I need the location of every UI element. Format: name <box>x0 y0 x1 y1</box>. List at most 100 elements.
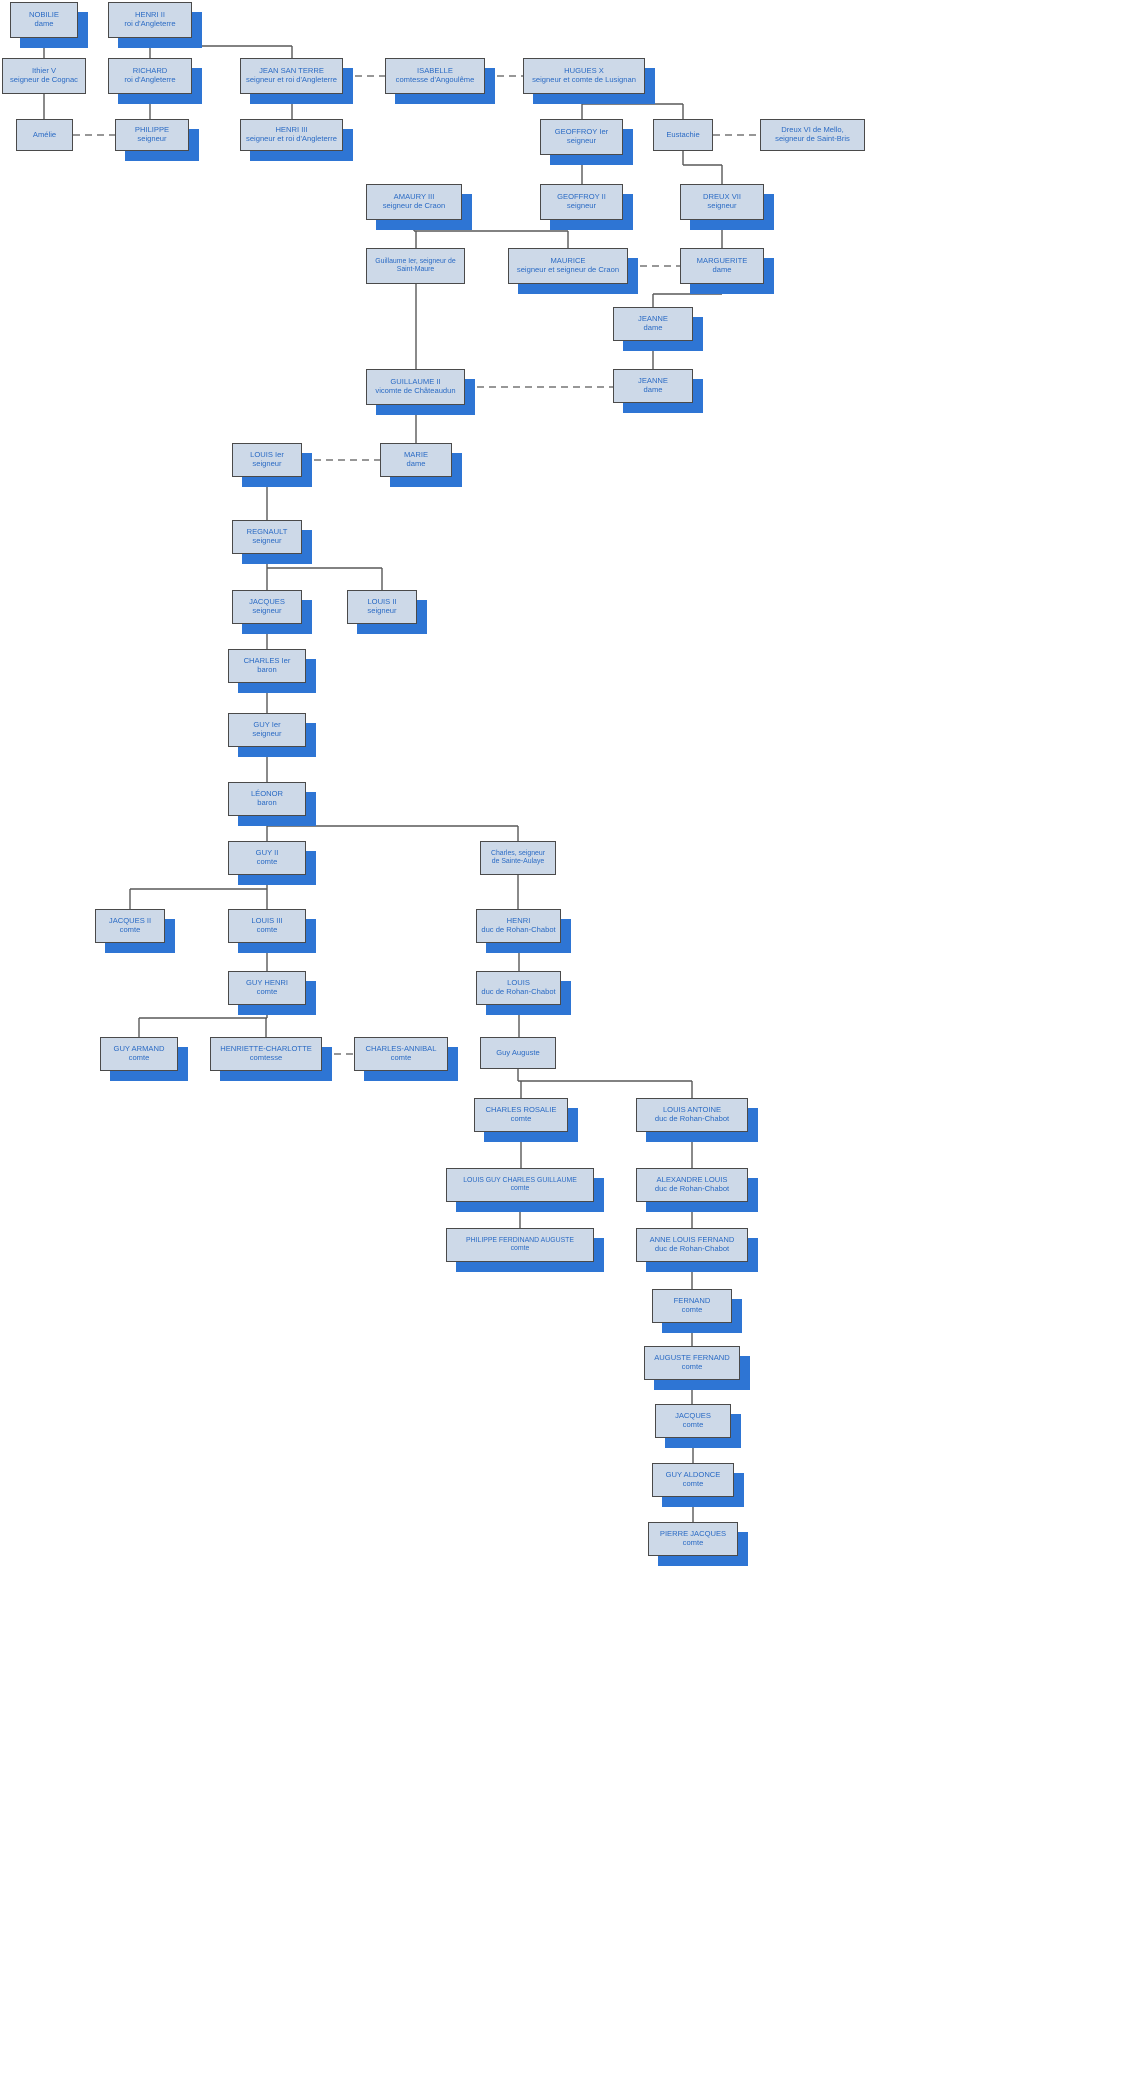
person-title: roi d'Angleterre <box>124 19 176 28</box>
person-title: dame <box>406 459 426 468</box>
person-name: LÉONOR <box>250 789 284 799</box>
person-name: LOUIS Ier <box>250 450 284 460</box>
person-name: HENRI III <box>275 125 308 135</box>
person-name: GEOFFROY II <box>557 192 606 202</box>
person-name: JEANNE <box>638 376 668 386</box>
person-title: comte <box>681 1305 703 1314</box>
person-name: GUY Ier <box>253 720 281 730</box>
person-title: comte <box>256 857 278 866</box>
person-name: GUY HENRI <box>245 978 289 988</box>
person-title: comte <box>390 1053 412 1062</box>
person-node-amelie[interactable]: Amélie <box>16 119 73 151</box>
person-name: RICHARD <box>132 66 168 76</box>
person-name: GUY ARMAND <box>113 1044 165 1054</box>
person-node-eustachie[interactable]: Eustachie <box>653 119 713 151</box>
person-title: seigneur et seigneur de Craon <box>516 265 620 274</box>
person-name: CHARLES Ier <box>243 656 291 666</box>
person-title: comte <box>128 1053 150 1062</box>
person-title: seigneur de Saint-Bris <box>775 134 850 143</box>
person-name: DREUX VII <box>703 192 741 202</box>
person-name: Dreux VI de Mello, <box>781 125 844 135</box>
person-title: comte <box>682 1420 704 1429</box>
person-name: Guillaume Ier, seigneur de <box>375 257 456 265</box>
person-title: dame <box>34 19 54 28</box>
person-title: seigneur <box>252 459 282 468</box>
person-name: MARIE <box>403 450 429 460</box>
person-title: baron <box>257 798 277 807</box>
person-name: CHARLES-ANNIBAL <box>365 1044 437 1054</box>
person-name: AUGUSTE FERNAND <box>654 1353 730 1363</box>
person-name: REGNAULT <box>246 527 288 537</box>
person-name: PHILIPPE FERDINAND AUGUSTE <box>466 1236 574 1244</box>
person-name: PHILIPPE <box>134 125 170 135</box>
person-title: duc de Rohan-Chabot <box>481 925 556 934</box>
person-title: comte <box>682 1479 704 1488</box>
person-title: seigneur <box>252 536 282 545</box>
person-name: LOUIS II <box>367 597 397 607</box>
person-name: LOUIS III <box>251 916 283 926</box>
person-title: seigneur <box>367 606 397 615</box>
person-name: GEOFFROY Ier <box>554 127 609 137</box>
person-title: comte <box>256 987 278 996</box>
person-title: seigneur de Craon <box>382 201 446 210</box>
person-title: seigneur <box>566 201 597 210</box>
person-node-guyauguste[interactable]: Guy Auguste <box>480 1037 556 1069</box>
person-title: comtesse d'Angoulême <box>395 75 475 84</box>
person-title: dame <box>712 265 732 274</box>
person-name: NOBILIE <box>29 10 59 20</box>
person-name: Charles, seigneur <box>490 849 545 857</box>
person-node-dreux6[interactable]: Dreux VI de Mello,seigneur de Saint-Bris <box>760 119 865 151</box>
person-name: Amélie <box>32 129 57 139</box>
person-title: comte <box>510 1185 530 1192</box>
person-title: seigneur et comte de Lusignan <box>532 75 636 84</box>
